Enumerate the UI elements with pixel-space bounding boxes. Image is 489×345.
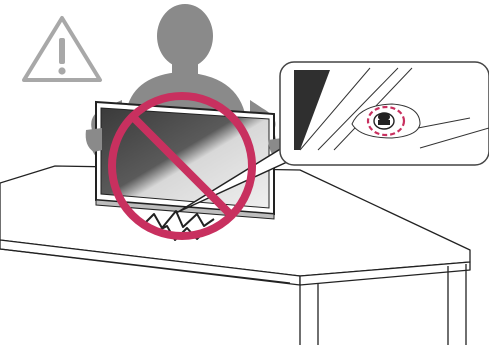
callout-detail: [280, 62, 489, 165]
warning-triangle-icon: [24, 18, 100, 80]
screw-icon: [374, 113, 394, 129]
